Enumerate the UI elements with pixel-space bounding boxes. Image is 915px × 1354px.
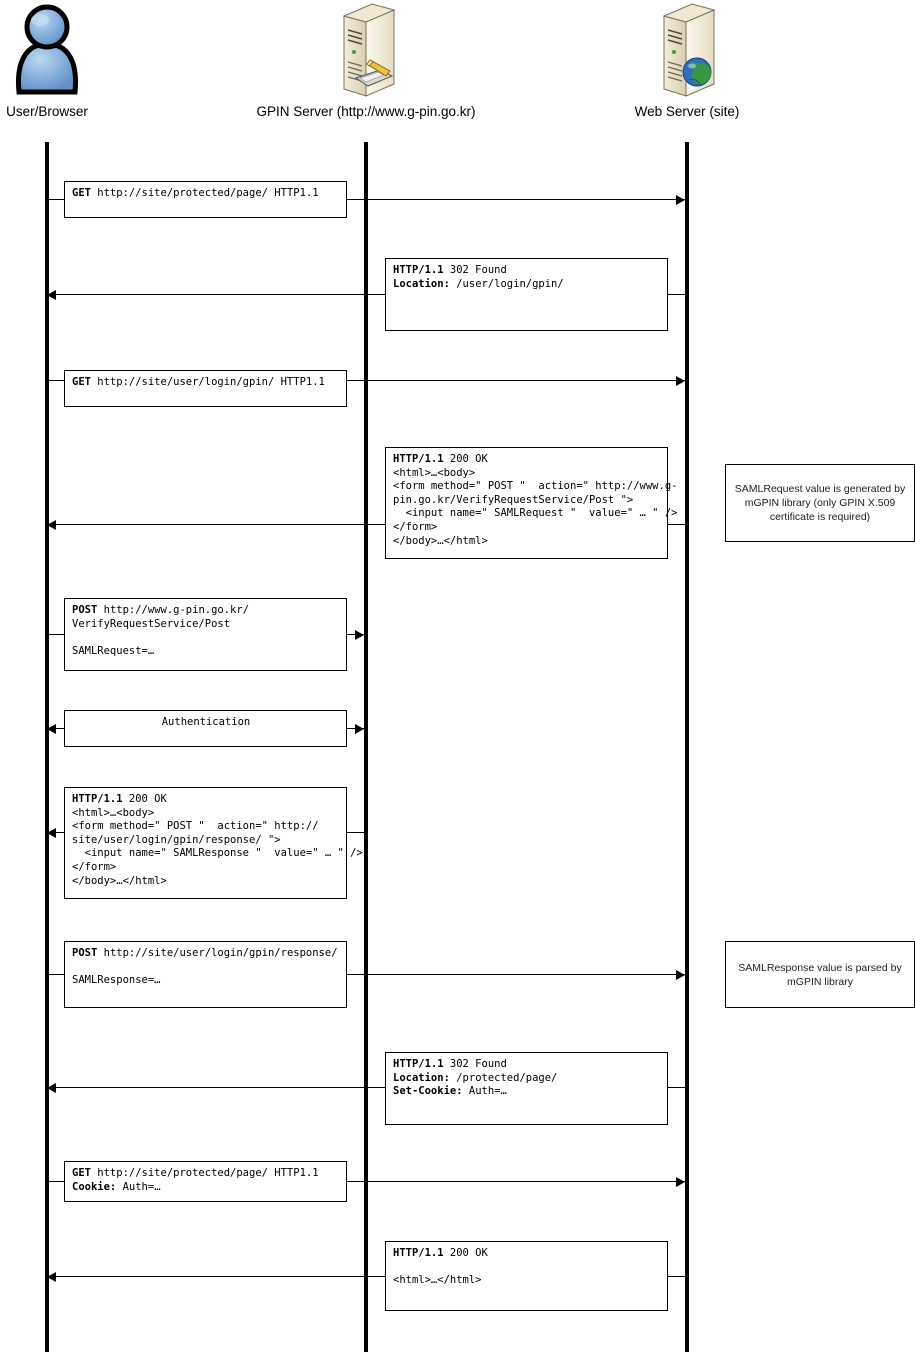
actor-user-browser: User/Browser: [0, 0, 94, 125]
message-line: Authentication: [161, 716, 251, 728]
lifeline-user-browser: [45, 142, 49, 1352]
arrowhead-m11: [47, 1272, 56, 1282]
arrowhead-m8: [676, 970, 685, 980]
message-line: </form>: [393, 520, 438, 533]
arrowhead-m6-left: [47, 724, 56, 734]
message-line: Location: /user/login/gpin/: [393, 277, 564, 290]
arrowhead-m4: [47, 520, 56, 530]
connector-m1: [47, 199, 685, 201]
message-line: Set-Cookie: Auth=…: [393, 1085, 507, 1098]
user-icon: [8, 0, 86, 103]
message-line: </form>: [72, 860, 117, 873]
note-text: SAMLRequest value is generated by mGPIN …: [734, 483, 906, 523]
arrowhead-m6-right: [355, 724, 364, 734]
message-line: site/user/login/gpin/response/ ">: [72, 833, 281, 846]
message-line: GET http://site/protected/page/ HTTP1.1: [72, 187, 319, 199]
arrowhead-m3: [676, 376, 685, 386]
message-line: [393, 1261, 661, 1275]
message-line: VerifyRequestService/Post: [72, 617, 231, 630]
actor-web-server: Web Server (site): [595, 0, 779, 125]
message-post-login-gpin-response: POST http://site/user/login/gpin/respons…: [64, 941, 347, 1008]
note-samlrequest-generation: SAMLRequest value is generated by mGPIN …: [725, 464, 915, 542]
arrowhead-m5: [355, 630, 364, 640]
actor-gpin-server: GPIN Server (http://www.g-pin.go.kr): [246, 0, 486, 125]
arrowhead-m1: [676, 195, 685, 205]
message-line: <html>…<body>: [393, 466, 476, 479]
actor-label-user-browser: User/Browser: [6, 104, 88, 119]
message-line: HTTP/1.1 302 Found: [393, 264, 507, 276]
message-line: Cookie: Auth=…: [72, 1180, 161, 1193]
server-with-keyboard-icon: [318, 0, 414, 105]
message-get-protected-page: GET http://site/protected/page/ HTTP1.1: [64, 181, 347, 218]
message-line: HTTP/1.1 200 OK: [393, 453, 488, 465]
message-line: POST http://www.g-pin.go.kr/: [72, 604, 250, 616]
connector-m11: [47, 1276, 685, 1278]
arrowhead-m9: [47, 1083, 56, 1093]
message-line: </body>…</html>: [72, 874, 167, 887]
note-text: SAMLResponse value is parsed by mGPIN li…: [738, 961, 902, 988]
message-line: SAMLRequest=…: [72, 644, 155, 657]
message-line: SAMLResponse=…: [72, 974, 161, 987]
message-line: <input name=" SAMLRequest " value=" … " …: [393, 507, 678, 520]
actor-label-gpin-server: GPIN Server (http://www.g-pin.go.kr): [256, 104, 476, 119]
message-line: <input name=" SAMLResponse " value=" … "…: [72, 847, 363, 860]
message-line: HTTP/1.1 302 Found: [393, 1058, 507, 1070]
message-line: </body>…</html>: [393, 534, 488, 547]
message-line: <form method=" POST " action=" http://ww…: [393, 480, 678, 493]
arrowhead-m7: [47, 828, 56, 838]
message-line: [72, 961, 340, 975]
message-get-login-gpin: GET http://site/user/login/gpin/ HTTP1.1: [64, 370, 347, 407]
actor-label-web-server: Web Server (site): [634, 104, 740, 119]
connector-m2: [47, 294, 685, 296]
arrowhead-m2: [47, 290, 56, 300]
message-200-ok-samlrequest-form: HTTP/1.1 200 OK<html>…<body><form method…: [385, 447, 678, 559]
message-200-ok-final-page: HTTP/1.1 200 OK <html>…</html>: [385, 1241, 668, 1311]
message-200-ok-samlresponse-form: HTTP/1.1 200 OK<html>…<body><form method…: [64, 787, 363, 899]
lifeline-web-server: [685, 142, 689, 1352]
connector-m9: [47, 1087, 685, 1089]
message-post-verifyrequestservice: POST http://www.g-pin.go.kr/VerifyReques…: [64, 598, 347, 671]
message-line: <html>…<body>: [72, 806, 155, 819]
connector-m8: [47, 974, 685, 976]
message-line: HTTP/1.1 200 OK: [72, 793, 167, 805]
message-line: GET http://site/user/login/gpin/ HTTP1.1: [72, 376, 325, 388]
message-line: POST http://site/user/login/gpin/respons…: [72, 947, 338, 959]
connector-m4: [47, 524, 685, 526]
connector-m3: [47, 380, 685, 382]
message-line: GET http://site/protected/page/ HTTP1.1: [72, 1167, 319, 1179]
message-authentication: Authentication: [64, 710, 347, 747]
server-with-globe-icon: [642, 0, 732, 105]
message-line: <form method=" POST " action=" http://: [72, 820, 319, 833]
lifeline-gpin-server: [364, 142, 368, 1352]
message-line: <html>…</html>: [393, 1274, 482, 1287]
message-line: Location: /protected/page/: [393, 1071, 558, 1084]
note-samlresponse-parsing: SAMLResponse value is parsed by mGPIN li…: [725, 941, 915, 1008]
arrowhead-m10: [676, 1177, 685, 1187]
message-line: HTTP/1.1 200 OK: [393, 1247, 488, 1259]
message-line: [72, 631, 340, 645]
message-line: pin.go.kr/VerifyRequestService/Post ">: [393, 493, 634, 506]
connector-m10: [47, 1181, 685, 1183]
